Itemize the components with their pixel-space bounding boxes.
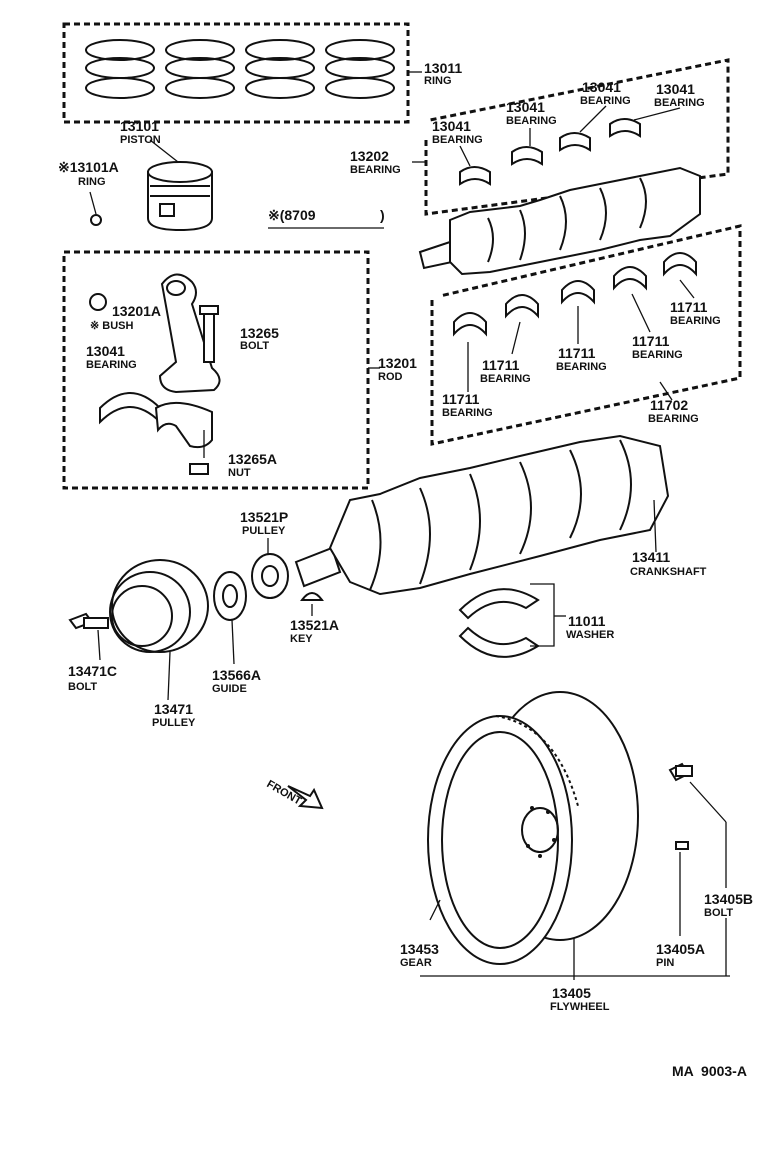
callout-13101-number: 13101	[120, 118, 159, 134]
callout-13405a-number: 13405A	[656, 941, 705, 957]
callout-13405b-label: BOLT	[704, 907, 733, 919]
callout-13405-label: FLYWHEEL	[550, 1001, 610, 1013]
callout-13471-label: PULLEY	[152, 717, 196, 729]
callout-13453-number: 13453	[400, 941, 439, 957]
callout-13521p-number: 13521P	[240, 509, 288, 525]
note-8709-close: )	[380, 207, 385, 223]
callout-13101a-number: ※13101A	[58, 159, 119, 175]
callout-13041-d-label: BEARING	[654, 97, 705, 109]
note-8709-text: ※(8709	[268, 207, 316, 223]
callout-13041-b-number: 13041	[506, 99, 545, 115]
callout-13265a-label: NUT	[228, 467, 251, 479]
callout-13405b-number: 13405B	[704, 891, 753, 907]
callout-13101-label: PISTON	[120, 134, 161, 146]
callout-11711-e-number: 11711	[442, 391, 480, 407]
piston-drawing	[89, 139, 213, 232]
callout-13411-number: 13411	[632, 549, 670, 565]
front-arrow-drawing	[287, 785, 324, 810]
callout-13041-c-number: 13041	[582, 79, 621, 95]
callout-13411-label: CRANKSHAFT	[630, 566, 707, 578]
callout-13041-a-label: BEARING	[432, 134, 483, 146]
callout-11011-number: 11011	[568, 613, 606, 629]
callout-11711-a-number: 11711	[670, 299, 708, 315]
callout-11711-d-number: 11711	[482, 357, 520, 373]
callout-13201a-number: 13201A	[112, 303, 161, 319]
thrust-washers-drawing	[458, 583, 566, 658]
callout-11011-label: WASHER	[566, 629, 614, 641]
callout-13202-label: BEARING	[350, 164, 401, 176]
front-label: FRONT	[265, 778, 304, 807]
callout-13521p-label: PULLEY	[242, 525, 286, 537]
callout-11711-c-number: 11711	[558, 345, 596, 361]
callout-13453-label: GEAR	[400, 957, 432, 969]
callout-13041-rod-label: BEARING	[86, 359, 137, 371]
timing-pulley-drawing	[213, 538, 324, 665]
callout-13101a-label: RING	[78, 176, 106, 188]
callout-11711-e-label: BEARING	[442, 407, 493, 419]
callout-13265-label: BOLT	[240, 340, 269, 352]
callout-13521a-label: KEY	[290, 633, 313, 645]
callout-13011-number: 13011	[424, 60, 462, 76]
lower-main-bearings-drawing	[430, 224, 742, 446]
callout-13201-label: ROD	[378, 371, 403, 383]
callout-13521a-number: 13521A	[290, 617, 339, 633]
callout-13041-b-label: BEARING	[506, 115, 557, 127]
callout-13265-number: 13265	[240, 325, 279, 341]
connecting-rod-assembly-drawing	[62, 250, 380, 490]
crankshaft-drawing	[294, 434, 670, 596]
callout-13041-d-number: 13041	[656, 81, 695, 97]
callout-13201-number: 13201	[378, 355, 417, 371]
callout-13471c-number: 13471C	[68, 663, 117, 679]
callout-13041-rod-number: 13041	[86, 343, 125, 359]
callout-11711-c-label: BEARING	[556, 361, 607, 373]
callout-11702-number: 11702	[650, 397, 688, 413]
callout-11702-label: BEARING	[648, 413, 699, 425]
callout-13202-number: 13202	[350, 148, 389, 164]
callout-13041-c-label: BEARING	[580, 95, 631, 107]
callout-13405-number: 13405	[552, 985, 591, 1001]
callout-13041-a-number: 13041	[432, 118, 471, 134]
callout-11711-a-label: BEARING	[670, 315, 721, 327]
crank-pulley-drawing	[68, 559, 209, 701]
upper-crankshaft-drawing	[418, 166, 701, 276]
callout-11711-b-number: 11711	[632, 333, 670, 349]
callout-13405a-label: PIN	[656, 957, 674, 969]
callout-13011-label: RING	[424, 75, 452, 87]
piston-ring-set-drawing	[62, 22, 422, 124]
callout-13471c-label: BOLT	[68, 681, 97, 693]
callout-13566a-label: GUIDE	[212, 683, 247, 695]
flywheel-drawing	[420, 691, 730, 980]
callout-13201a-label: ※ BUSH	[90, 320, 133, 332]
callout-13265a-number: 13265A	[228, 451, 277, 467]
upper-main-bearings-drawing	[412, 58, 730, 216]
callout-11711-d-label: BEARING	[480, 373, 531, 385]
figure-code: MA 9003-A	[672, 1063, 747, 1079]
callout-13566a-number: 13566A	[212, 667, 261, 683]
callout-13471-number: 13471	[154, 701, 193, 717]
callout-11711-b-label: BEARING	[632, 349, 683, 361]
